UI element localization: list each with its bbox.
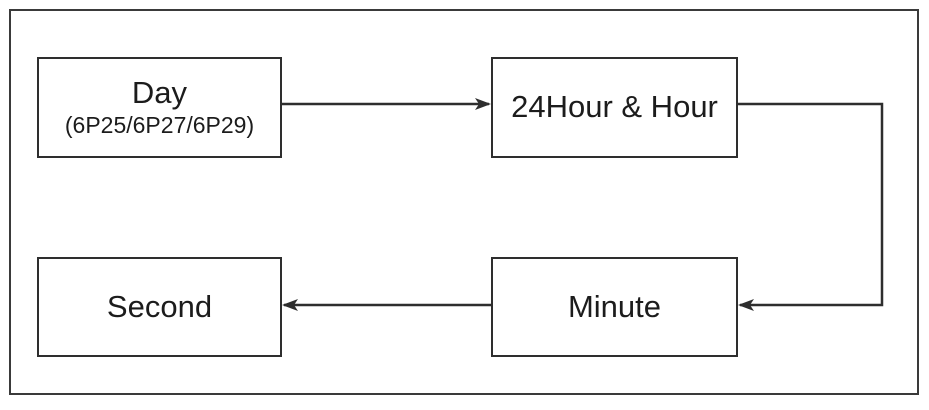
- node-minute-label: Minute: [567, 288, 662, 324]
- node-day-label: Day: [131, 74, 188, 110]
- node-hour: 24Hour & Hour: [491, 57, 738, 158]
- node-day-sublabel: (6P25/6P27/6P29): [64, 111, 255, 138]
- node-minute: Minute: [491, 257, 738, 357]
- node-hour-label: 24Hour & Hour: [511, 89, 718, 125]
- node-day: Day (6P25/6P27/6P29): [37, 57, 282, 158]
- node-second: Second: [37, 257, 282, 357]
- node-second-label: Second: [106, 288, 213, 324]
